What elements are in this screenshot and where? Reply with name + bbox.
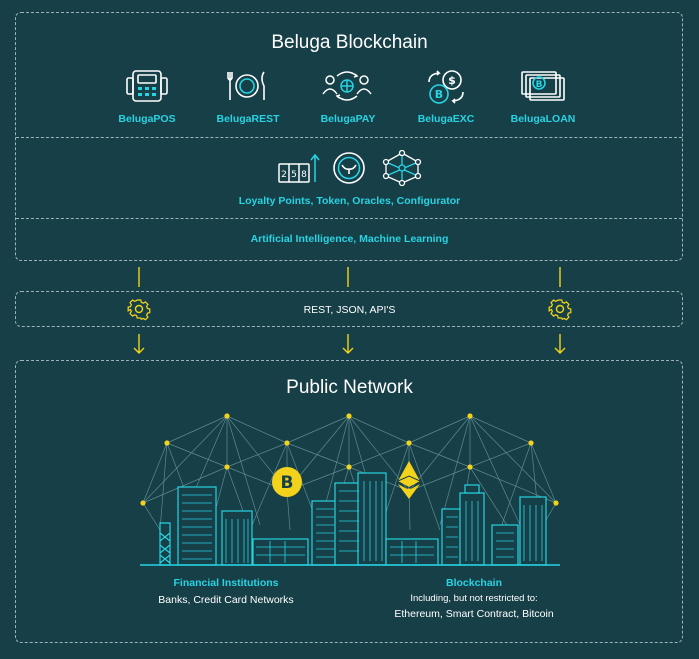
product-label-loan: BelugaLOAN: [510, 113, 576, 125]
api-box: [15, 291, 683, 327]
bitcoin-icon: B: [272, 467, 302, 497]
svg-text:B: B: [536, 80, 543, 90]
api-label: REST, JSON, API'S: [303, 304, 396, 316]
crypto-exchange-icon: $ B: [424, 68, 468, 106]
section-divider: [16, 137, 682, 138]
restaurant-plate-icon: [225, 68, 269, 104]
upper-connectors: [138, 267, 561, 287]
loyalty-points-icon: 2 5 8: [277, 152, 323, 186]
whale-token-icon: [331, 150, 367, 186]
financial-institutions-title: Financial Institutions: [173, 577, 279, 589]
blockchain-subtitle: Including, but not restricted to:: [410, 593, 538, 604]
blockchain-detail: Ethereum, Smart Contract, Bitcoin: [394, 608, 554, 620]
section-divider: [16, 218, 682, 219]
network-city-illustration: B: [140, 413, 560, 566]
public-network-title: Public Network: [286, 377, 413, 398]
beluga-blockchain-title: Beluga Blockchain: [271, 32, 428, 53]
down-arrows: [133, 334, 566, 354]
network-oracle-icon: [380, 150, 424, 186]
product-label-rest: BelugaREST: [216, 113, 280, 125]
beluga-blockchain-box: [15, 12, 683, 261]
financial-institutions-subtitle: Banks, Credit Card Networks: [158, 594, 294, 606]
pos-terminal-icon: [125, 68, 169, 104]
svg-text:2: 2: [281, 170, 287, 180]
product-label-pay: BelugaPAY: [320, 113, 376, 125]
blockchain-title: Blockchain: [445, 577, 503, 589]
svg-text:5: 5: [291, 170, 297, 180]
gear-icon: [127, 297, 151, 321]
product-label-exc: BelugaEXC: [417, 113, 475, 125]
public-network-box: [15, 360, 683, 643]
svg-text:B: B: [281, 473, 294, 493]
ai-ml-label: Artificial Intelligence, Machine Learnin…: [250, 233, 449, 245]
gear-icon: [548, 297, 572, 321]
product-label-pos: BelugaPOS: [118, 113, 176, 125]
cash-stack-icon: B: [520, 68, 568, 104]
payment-exchange-icon: [322, 68, 372, 104]
middle-capabilities-label: Loyalty Points, Token, Oracles, Configur…: [238, 195, 461, 207]
svg-text:B: B: [435, 88, 443, 101]
svg-text:8: 8: [301, 170, 307, 180]
svg-text:$: $: [448, 74, 456, 87]
ethereum-icon: [397, 461, 421, 499]
